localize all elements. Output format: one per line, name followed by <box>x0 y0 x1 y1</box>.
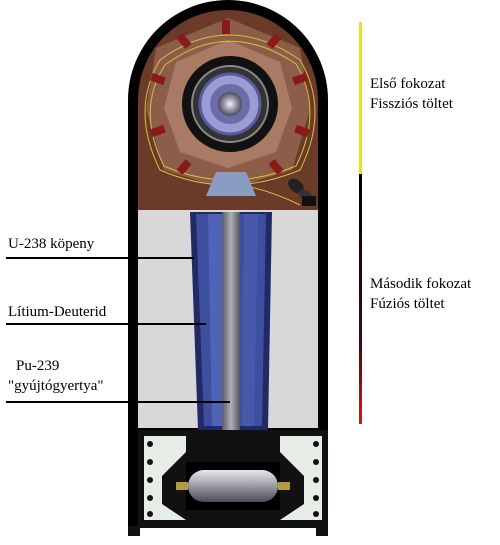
stage1-label-line1: Első fokozat <box>370 76 446 92</box>
neutron-initiator <box>288 178 316 206</box>
stage2-label-line1: Második fokozat <box>370 276 472 292</box>
bottom-frame <box>128 430 328 536</box>
stage1-label: Első fokozat Fissziós töltet <box>370 74 453 114</box>
tritium-reservoir <box>188 470 278 502</box>
lithium-label: Lítium-Deuterid <box>8 304 107 320</box>
detonators <box>150 20 310 175</box>
stage2-bar <box>359 174 362 424</box>
fissile-pit <box>218 92 242 116</box>
pu239-label-line1: Pu-239 <box>16 358 60 374</box>
stage2-label-line2: Fúziós töltet <box>370 296 445 312</box>
u238-label: U-238 köpeny <box>8 236 95 252</box>
pu239-label-line2: "gyújtógyertya" <box>8 378 104 394</box>
stage2-label: Második fokozat Fúziós töltet <box>370 274 471 314</box>
stage1-label-line2: Fissziós töltet <box>370 96 453 112</box>
radiation-channel-funnel <box>206 172 256 196</box>
plutonium-spark-plug <box>222 212 240 430</box>
pu239-label: Pu-239 "gyújtógyertya" <box>8 356 104 396</box>
stage1-bar <box>359 22 362 174</box>
